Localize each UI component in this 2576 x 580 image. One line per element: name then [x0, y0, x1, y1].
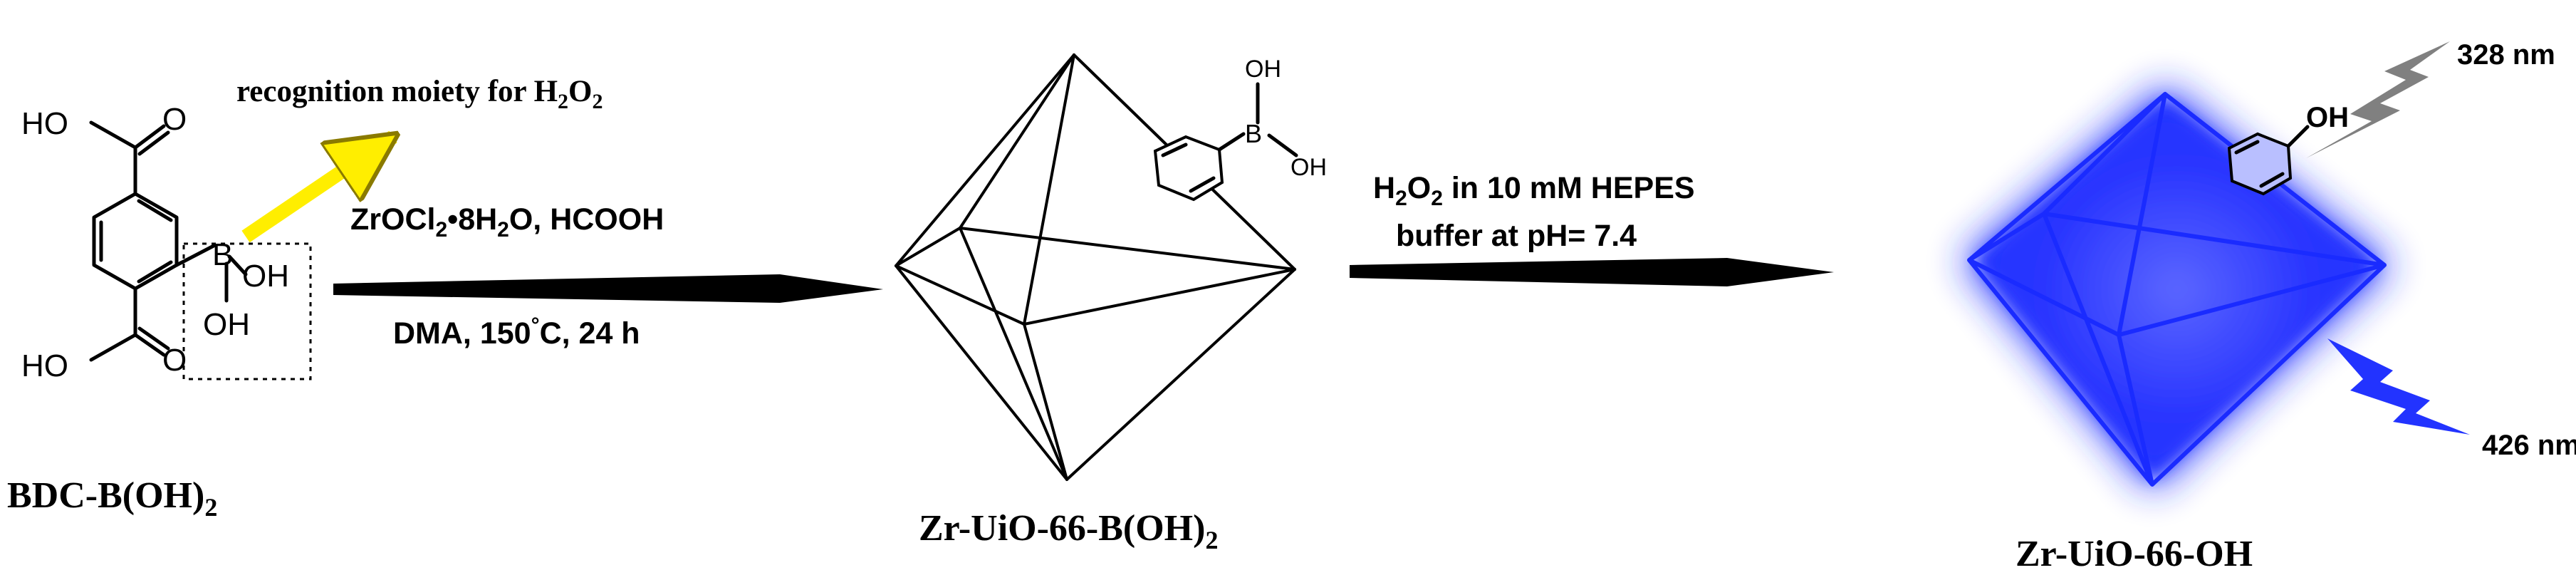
intermediate-name: Zr-UiO-66-B(OH)2: [919, 508, 1218, 554]
octahedron-product-glow: [1962, 86, 2392, 492]
intermediate-atom-oh-top: OH: [1245, 56, 1281, 83]
intermediate-atom-b: B: [1245, 119, 1262, 148]
emission-lightning-icon: [2327, 338, 2470, 435]
step2-line1: H2O2 in 10 mM HEPES: [1373, 171, 1695, 210]
benzene-ring: [92, 192, 179, 291]
atom-o-top: O: [162, 102, 187, 137]
recognition-box: [182, 242, 312, 380]
intermediate-phenyl-boronic: [1153, 82, 1298, 202]
product-phenol: [2227, 125, 2310, 196]
atom-b: B: [212, 237, 233, 272]
emission-wavelength: 426 nm: [2482, 430, 2576, 461]
reactant-molecule: [89, 120, 248, 362]
atom-ho-bottom: HO: [21, 348, 68, 383]
reaction-arrow-2: [1350, 258, 1834, 286]
step1-reagents: ZrOCl2•8H2O, HCOOH: [350, 202, 664, 242]
atom-oh-2: OH: [203, 307, 250, 342]
yellow-annotation-arrow: [241, 137, 393, 243]
step1-conditions: DMA, 150°C, 24 h: [393, 314, 640, 351]
excitation-wavelength: 328 nm: [2457, 39, 2555, 71]
atom-oh-1: OH: [242, 259, 289, 294]
octahedron-intermediate: [895, 53, 1296, 481]
step2-line2: buffer at pH= 7.4: [1396, 219, 1637, 253]
atom-ho-top: HO: [21, 106, 68, 141]
product-atom-oh: OH: [2306, 102, 2349, 133]
annotation-text: recognition moiety for H2O2: [236, 75, 603, 113]
reactant-name: BDC-B(OH)2: [7, 475, 217, 522]
product-name: Zr-UiO-66-OH: [2016, 534, 2253, 574]
reaction-arrow-1: [333, 274, 883, 303]
excitation-lightning-icon: [2306, 41, 2450, 158]
intermediate-atom-oh-bottom: OH: [1290, 154, 1327, 181]
